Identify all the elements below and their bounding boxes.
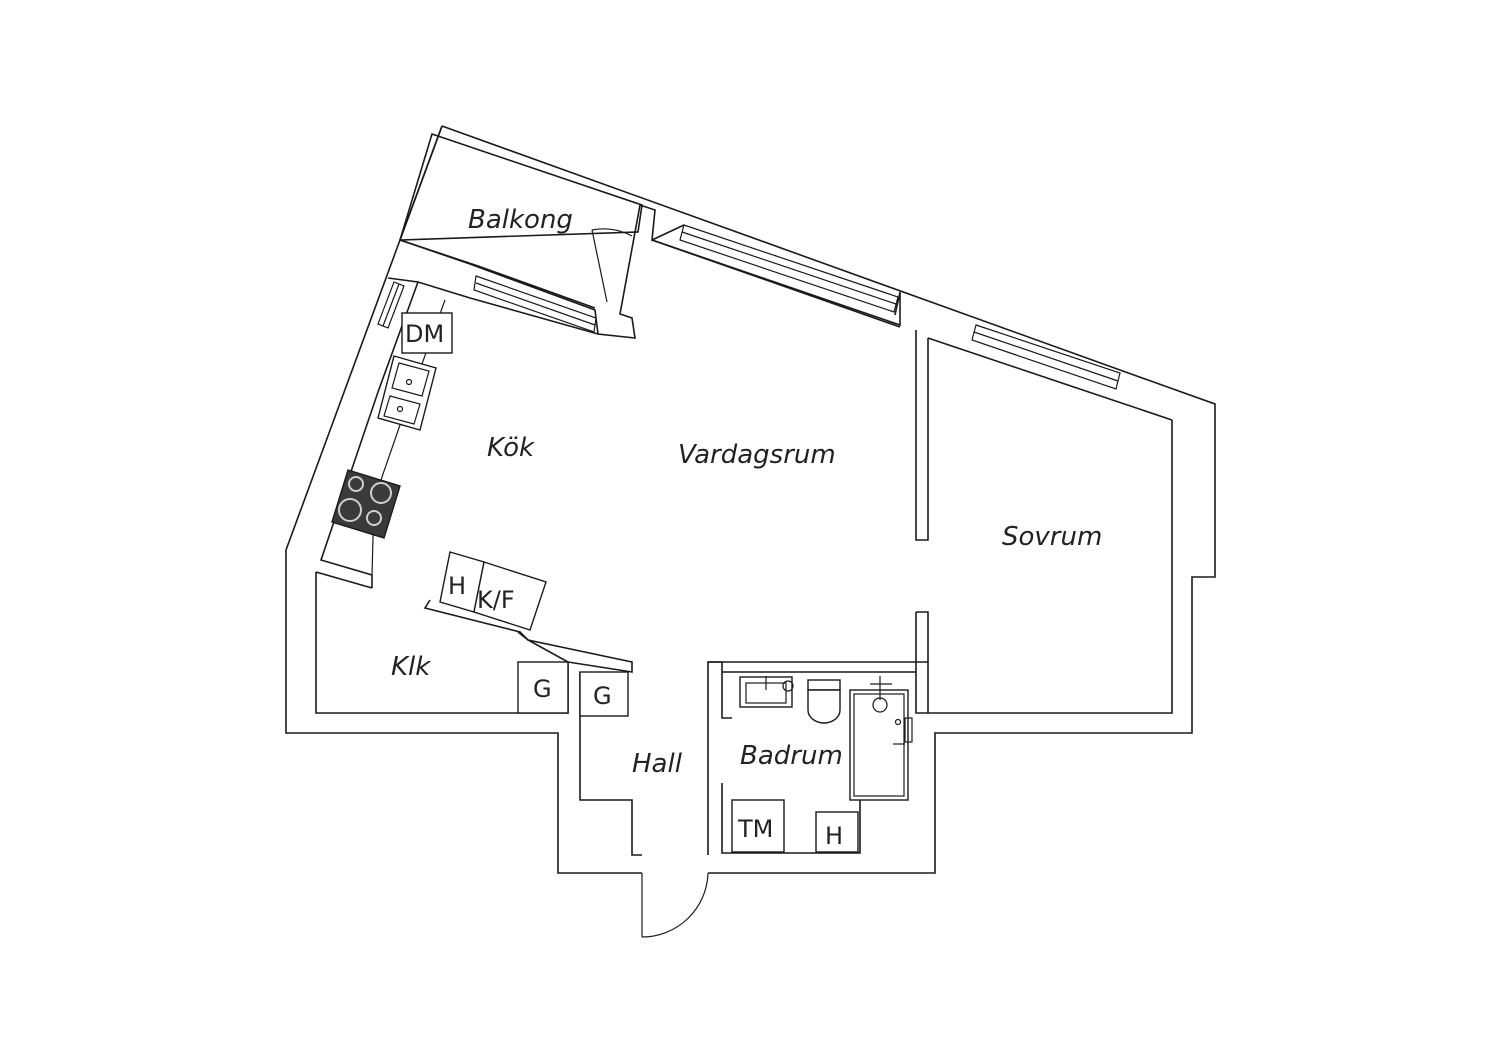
window-kitchen-side-pane xyxy=(382,283,400,327)
wall-hall-left xyxy=(579,672,642,856)
label-tm: TM xyxy=(737,815,773,843)
label-h-kitchen: H xyxy=(448,572,466,600)
wall-bedroom-divider-bottom xyxy=(915,611,929,663)
label-kf: K/F xyxy=(477,586,515,614)
kitchen-counter-edge xyxy=(371,299,446,576)
windows xyxy=(377,224,1121,390)
washbasin-icon xyxy=(739,676,794,708)
wall-living-top-2 xyxy=(651,239,901,328)
wall-bedroom-divider-top xyxy=(915,330,929,541)
label-sovrum: Sovrum xyxy=(1002,522,1102,552)
fridge-freezer-unit xyxy=(439,551,547,631)
balcony-wall-inner xyxy=(398,132,643,241)
wall-living-top xyxy=(651,239,901,327)
window-kitchen-pane xyxy=(475,282,596,326)
bathroom-fixtures xyxy=(731,676,913,853)
wall-kitchen-left xyxy=(319,281,419,588)
label-vardagsrum: Vardagsrum xyxy=(678,440,836,470)
label-g-klk: G xyxy=(533,675,552,703)
stove-icon xyxy=(331,469,401,539)
label-g-hall: G xyxy=(593,682,612,710)
label-balkong: Balkong xyxy=(468,205,573,235)
wall-bathroom-top xyxy=(708,420,1173,714)
label-hall: Hall xyxy=(632,749,683,779)
wardrobe-hall xyxy=(579,671,629,717)
wall-kf-ledge xyxy=(423,599,633,673)
outer-wall-bottom-right xyxy=(708,369,1216,874)
label-h-bath: H xyxy=(825,822,843,850)
label-badrum: Badrum xyxy=(740,741,843,771)
dishwasher-box xyxy=(401,312,453,354)
shower-icon xyxy=(849,676,913,801)
washing-machine-box xyxy=(731,799,785,853)
label-dm: DM xyxy=(405,320,444,348)
toilet-icon xyxy=(807,679,841,724)
wardrobe-klk xyxy=(517,661,569,714)
balcony-door-swing xyxy=(591,228,633,237)
window-bedroom-pane xyxy=(973,331,1119,382)
balcony-lower-wall xyxy=(399,239,596,309)
label-klk: Klk xyxy=(391,652,431,682)
balcony-door-leaf xyxy=(591,229,608,303)
cabinet-bath-box xyxy=(815,811,859,853)
sink-icon xyxy=(377,355,437,431)
wall-kitchen-top xyxy=(387,277,599,335)
outer-wall-top xyxy=(441,125,1121,371)
kitchen-fixtures xyxy=(331,299,547,631)
appliance-labels: DM H K/F G G TM H xyxy=(405,320,843,850)
wall-kitchen-diag xyxy=(315,571,373,589)
stove-top xyxy=(331,469,401,539)
label-kok: Kök xyxy=(487,433,535,463)
window-living-pane xyxy=(681,231,897,305)
wardrobes xyxy=(517,661,629,717)
wall-bedroom-top xyxy=(927,337,1173,421)
balcony-right-wall xyxy=(639,204,685,242)
entrance-door-swing xyxy=(641,872,709,938)
room-labels: Balkong Kök Vardagsrum Sovrum Klk Hall B… xyxy=(391,205,1102,779)
entrance-door xyxy=(641,872,709,938)
wall-hall-right xyxy=(707,661,732,855)
